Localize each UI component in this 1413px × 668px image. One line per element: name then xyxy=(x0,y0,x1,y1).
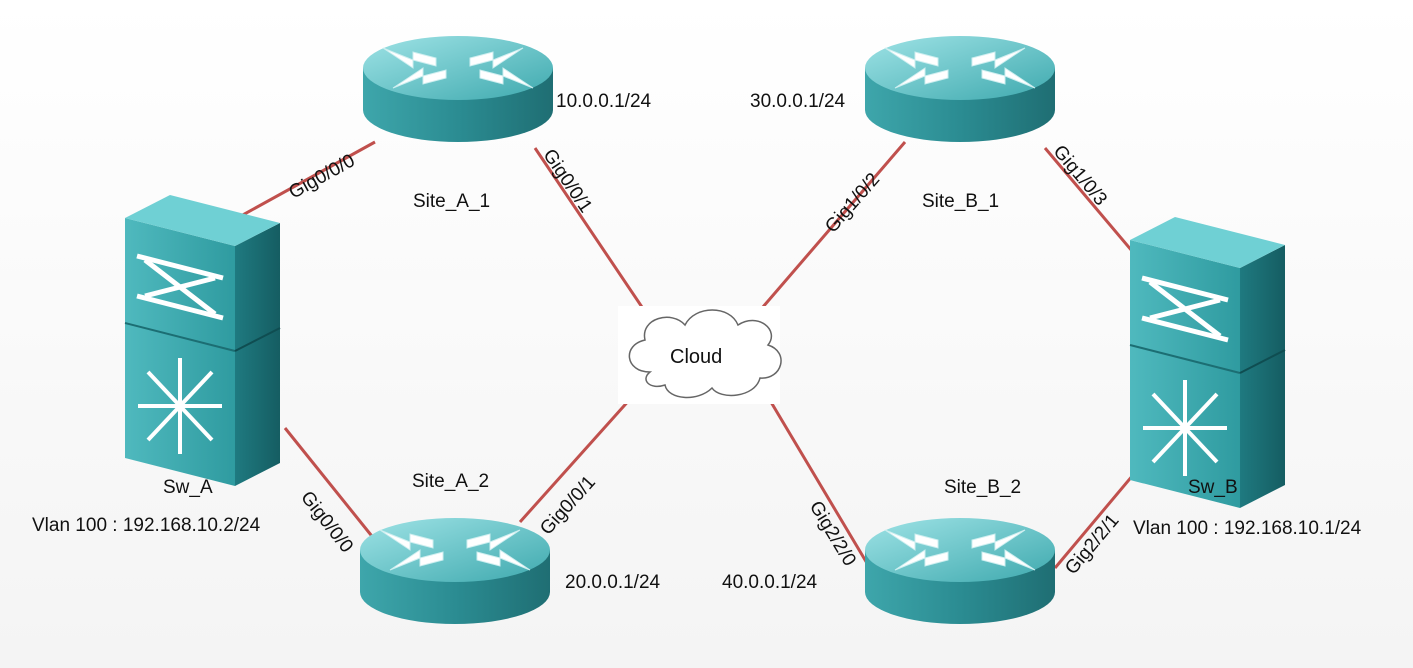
sw-b-label: Sw_B xyxy=(1188,477,1238,498)
layer3-switch-icon[interactable] xyxy=(125,195,280,486)
sw-a-vlan: Vlan 100 : 192.168.10.2/24 xyxy=(32,515,261,536)
link-swa-site-a-2 xyxy=(283,427,377,541)
router-icon[interactable] xyxy=(864,35,1056,143)
link-site-b-1-cloud xyxy=(748,141,907,323)
router-icon[interactable] xyxy=(359,517,551,625)
sw-a-label: Sw_A xyxy=(163,477,213,498)
site-b-1-ip: 30.0.0.1/24 xyxy=(750,91,846,112)
layer3-switch-icon[interactable] xyxy=(1130,217,1285,508)
link-cloud-site-b-2 xyxy=(763,391,882,586)
site-b-2-label: Site_B_2 xyxy=(944,477,1022,498)
link-swa-site-a-1 xyxy=(229,140,376,224)
links xyxy=(229,140,1177,586)
site-a-1-label: Site_A_1 xyxy=(413,191,491,212)
router-icon[interactable] xyxy=(362,35,554,143)
site-a-2-label: Site_A_2 xyxy=(412,471,490,492)
link-site-a-1-cloud xyxy=(533,147,654,323)
cloud-icon[interactable] xyxy=(618,306,782,404)
router-icon[interactable] xyxy=(864,517,1056,625)
sw-b-vlan: Vlan 100 : 192.168.10.1/24 xyxy=(1133,518,1362,539)
cloud-label: Cloud xyxy=(670,346,723,368)
site-a-2-ip: 20.0.0.1/24 xyxy=(565,572,661,593)
link-site-a-2-cloud xyxy=(518,386,642,524)
site-b-2-ip: 40.0.0.1/24 xyxy=(722,572,818,593)
site-a-1-ip: 10.0.0.1/24 xyxy=(556,91,652,112)
site-b-1-label: Site_B_1 xyxy=(922,191,1000,212)
